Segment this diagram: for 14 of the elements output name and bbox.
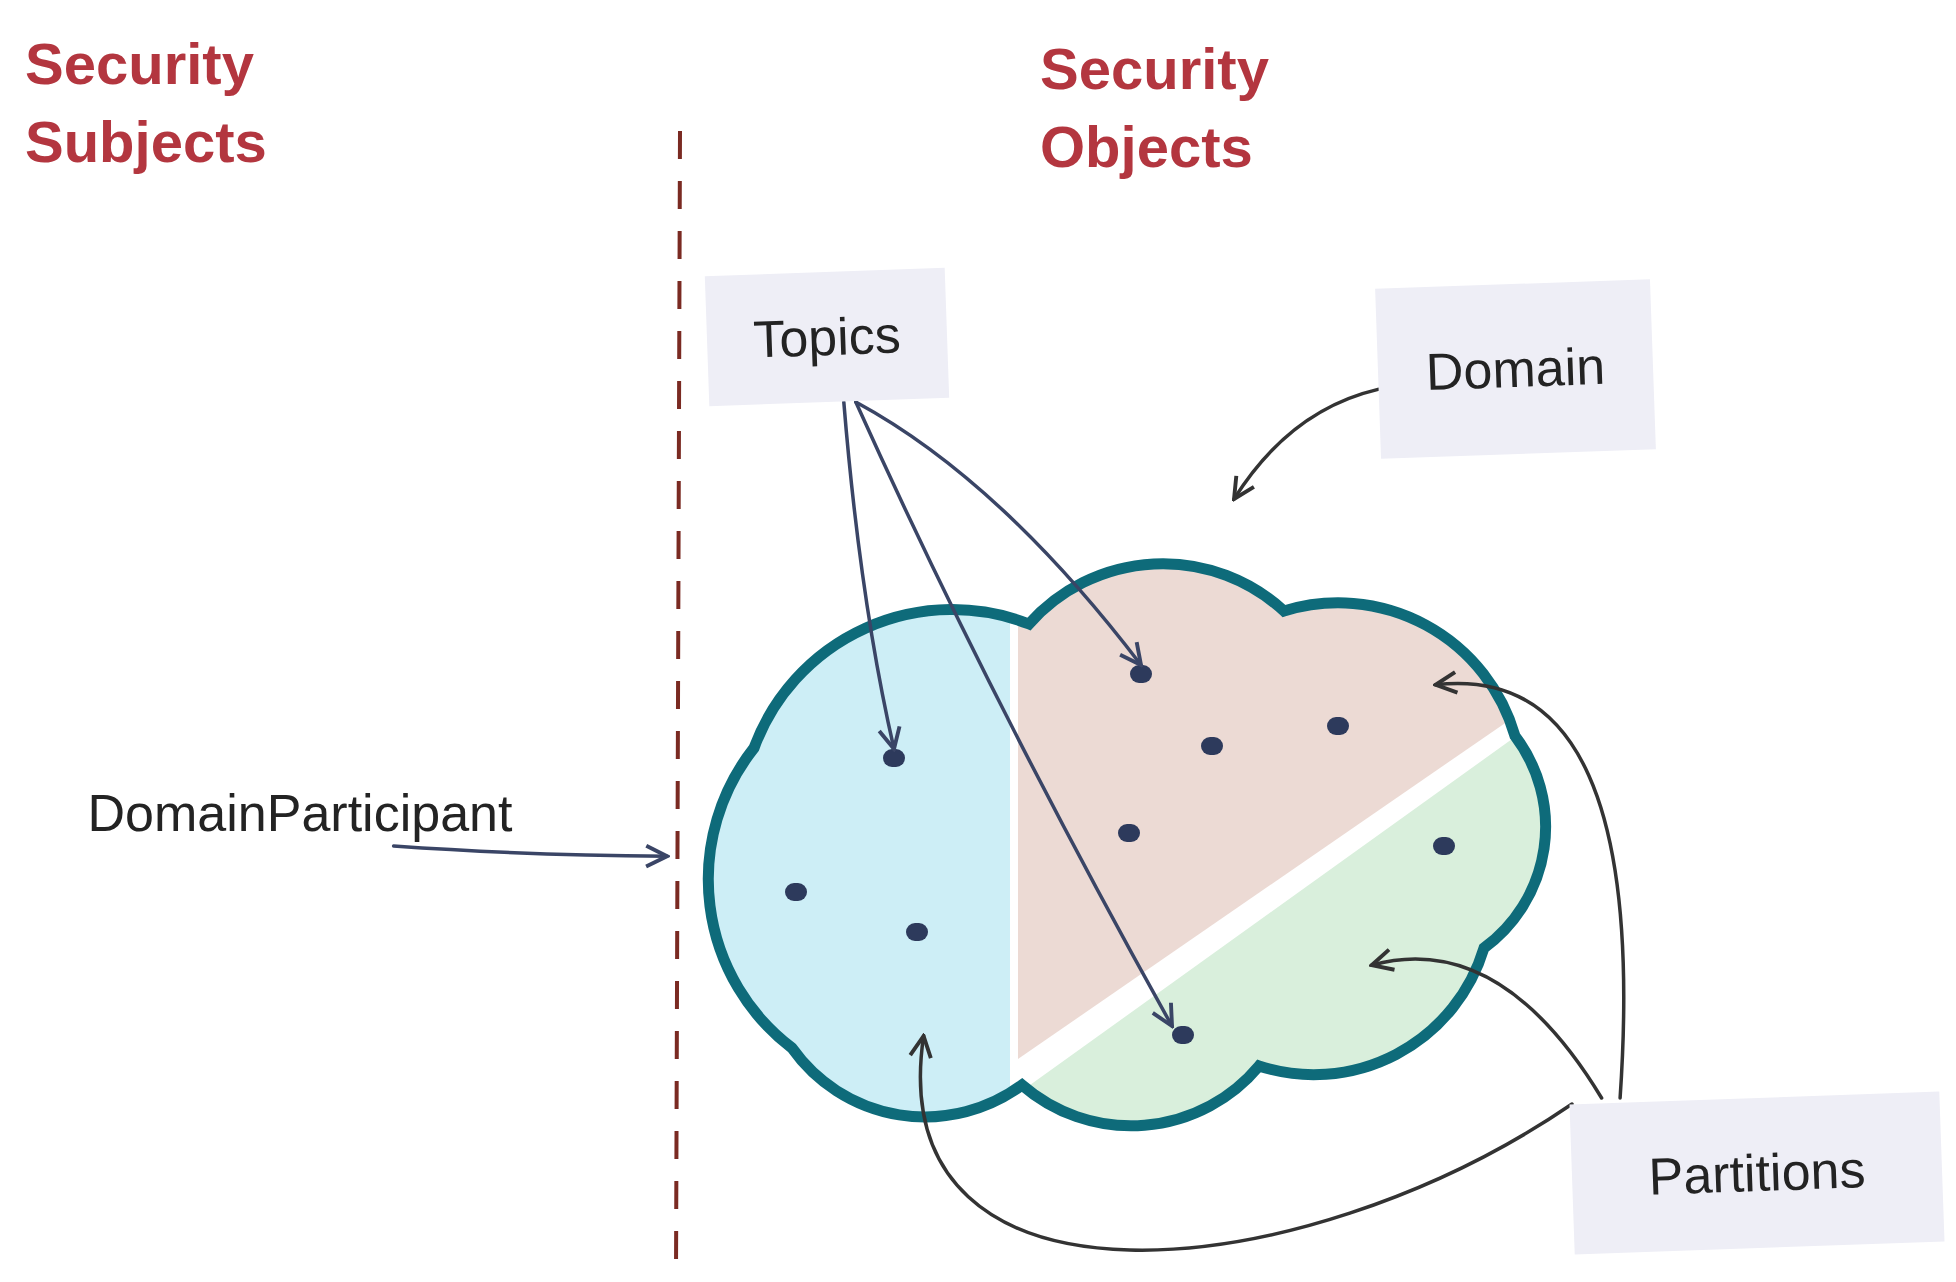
arrow xyxy=(1232,387,1380,501)
arrow xyxy=(854,400,1174,1028)
arrow xyxy=(391,843,669,869)
note-box: Topics xyxy=(704,267,950,407)
text-label: DomainParticipant xyxy=(40,780,560,846)
arrow xyxy=(1369,948,1604,1100)
note-box: Partitions xyxy=(1569,1091,1945,1255)
section-heading: Security Objects xyxy=(1040,35,1270,182)
note-box: Domain xyxy=(1375,279,1656,459)
arrow xyxy=(1433,671,1626,1100)
section-heading: Security Subjects xyxy=(25,30,268,177)
arrow xyxy=(842,400,902,751)
arrow xyxy=(854,400,1143,667)
arrow xyxy=(910,1034,1574,1252)
